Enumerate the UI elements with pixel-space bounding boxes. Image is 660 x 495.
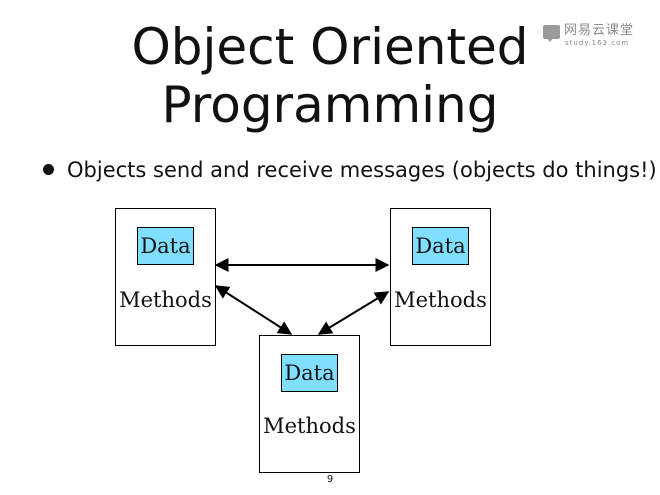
chat-bubble-icon [543,25,560,42]
object-box-left: Data Methods [115,208,216,346]
data-box: Data [281,354,338,392]
page-number: 9 [326,474,334,485]
slide-title-line-1: Object Oriented [131,18,529,76]
bullet-point: Objects send and receive messages (objec… [43,156,657,184]
watermark-name: 网易云课堂 [564,23,635,38]
arrow-left-bottom [214,285,293,335]
bullet-text: Objects send and receive messages (objec… [67,158,657,182]
data-box: Data [412,227,469,265]
watermark-logo: 网易云课堂 study.163.com [543,23,643,49]
object-box-bottom: Data Methods [259,335,360,473]
watermark-url: study.163.com [565,39,630,47]
methods-label: Methods [119,288,212,312]
data-box: Data [137,227,194,265]
object-box-right: Data Methods [390,208,491,346]
arrow-right-bottom [317,291,390,335]
methods-label: Methods [263,414,356,438]
slide-title: Object Oriented Programming [0,18,660,134]
slide-title-line-2: Programming [161,76,499,134]
methods-label: Methods [394,288,487,312]
bullet-dot-icon [43,164,54,175]
